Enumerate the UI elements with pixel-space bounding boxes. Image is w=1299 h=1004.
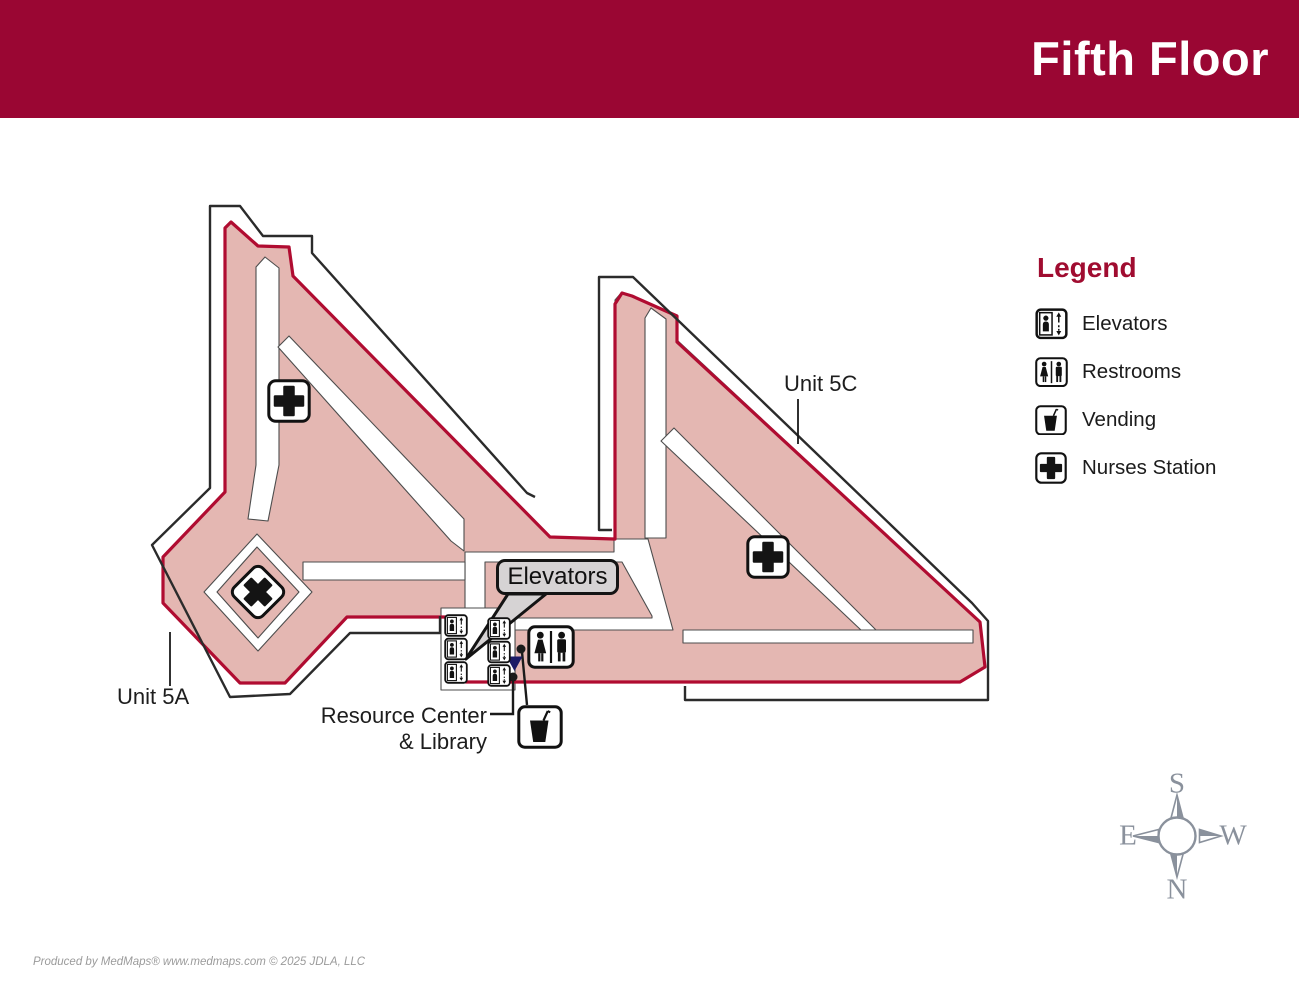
unit-5a-boundary xyxy=(161,220,616,685)
compass-rose xyxy=(1132,791,1224,881)
page-title: Fifth Floor xyxy=(1031,32,1269,85)
legend-item-restrooms: Restrooms xyxy=(1035,348,1275,396)
restroom-icon xyxy=(527,625,575,669)
outline-east-wing xyxy=(597,275,990,702)
unit-boundaries xyxy=(161,220,987,685)
corridor-5c-horizontal xyxy=(682,629,974,644)
vending-leader xyxy=(520,651,529,706)
resource-center-label: Resource Center & Library xyxy=(299,703,487,755)
corridor-5c-vertical xyxy=(644,307,667,539)
elevators-callout: Elevators xyxy=(496,559,619,595)
resource-center-leader xyxy=(490,679,515,716)
legend-item-vending: Vending xyxy=(1035,396,1275,444)
nurses-station-icon xyxy=(1035,452,1069,484)
resource-center-line1: Resource Center xyxy=(320,703,487,728)
vending-location-dot xyxy=(516,644,526,654)
compass-letter-bottom: N xyxy=(1166,873,1188,906)
leader-lines xyxy=(169,399,799,716)
elevator-icon xyxy=(444,614,468,637)
elevator-icon xyxy=(444,637,468,661)
compass-letter-right: W xyxy=(1219,819,1247,852)
elevator-icon xyxy=(444,661,468,684)
compass-circle xyxy=(1157,816,1197,856)
legend-title: Legend xyxy=(1037,252,1137,283)
corridor-5a-horizontal xyxy=(302,561,466,581)
legend-item-label: Elevators xyxy=(1082,312,1168,335)
elevator-icon xyxy=(487,664,511,687)
unit-5c-label: Unit 5C xyxy=(784,371,858,396)
compass-letter-top: S xyxy=(1168,767,1186,800)
building-outline xyxy=(150,204,990,702)
legend-item-label: Nurses Station xyxy=(1082,456,1217,479)
corridor-5a-vertical xyxy=(247,256,280,522)
nurses-station-icon xyxy=(267,379,311,423)
legend-item-elevators: Elevators xyxy=(1035,300,1275,348)
vending-icon xyxy=(1035,405,1069,436)
unit-5c-boundary xyxy=(464,291,987,684)
legend-item-label: Restrooms xyxy=(1082,360,1182,383)
elevator-icon xyxy=(487,640,511,664)
resource-center-location-dot xyxy=(508,672,518,682)
footer-credit: Produced by MedMaps® www.medmaps.com © 2… xyxy=(33,956,366,968)
legend-item-label: Vending xyxy=(1082,408,1157,431)
corridor-5a-diagonal xyxy=(277,335,465,552)
header-bar: Fifth Floor xyxy=(0,0,1299,118)
unit-5a-label: Unit 5A xyxy=(117,684,190,709)
vending-icon xyxy=(517,705,563,749)
resource-center-line2: & Library xyxy=(398,729,487,754)
outline-west-wing xyxy=(150,204,536,699)
elevator-icon xyxy=(1035,308,1069,340)
restroom-icon xyxy=(1035,357,1069,387)
legend: Legend Elevators Restrooms Vending Nurse… xyxy=(1035,252,1275,492)
legend-item-nurses-station: Nurses Station xyxy=(1035,444,1275,492)
compass-letter-left: E xyxy=(1119,819,1137,852)
elevator-icon xyxy=(487,617,511,640)
nurses-station-icon xyxy=(746,535,790,579)
unit-5c-area xyxy=(514,291,986,683)
